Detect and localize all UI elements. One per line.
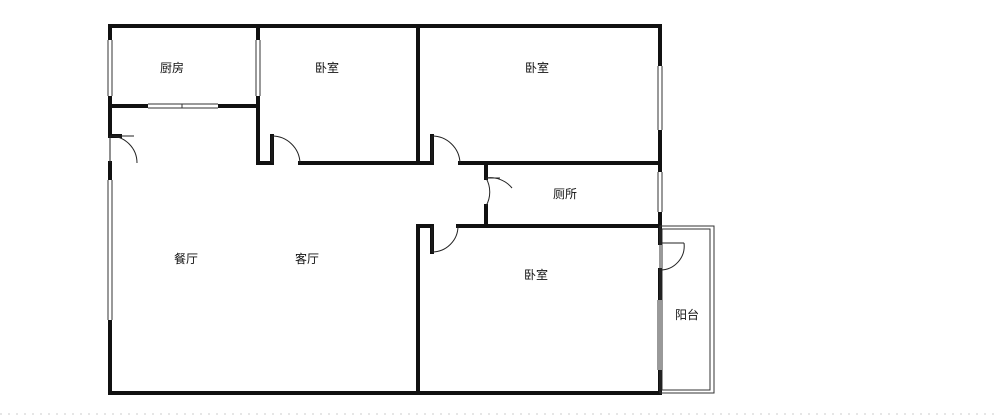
room-label-balcony: 阳台 <box>675 307 699 322</box>
room-label-bedroom-bottom: 卧室 <box>524 267 548 282</box>
doors <box>109 135 685 271</box>
balcony-outline <box>659 225 715 394</box>
walls <box>108 24 662 395</box>
room-label-bedroom-top-right: 卧室 <box>525 60 549 75</box>
windows <box>106 40 664 370</box>
room-label-toilet: 厕所 <box>553 187 577 201</box>
room-label-bedroom-top-left: 卧室 <box>315 60 339 75</box>
room-label-living: 客厅 <box>295 251 319 266</box>
room-label-dining: 餐厅 <box>174 251 198 266</box>
room-label-kitchen: 厨房 <box>160 60 184 75</box>
